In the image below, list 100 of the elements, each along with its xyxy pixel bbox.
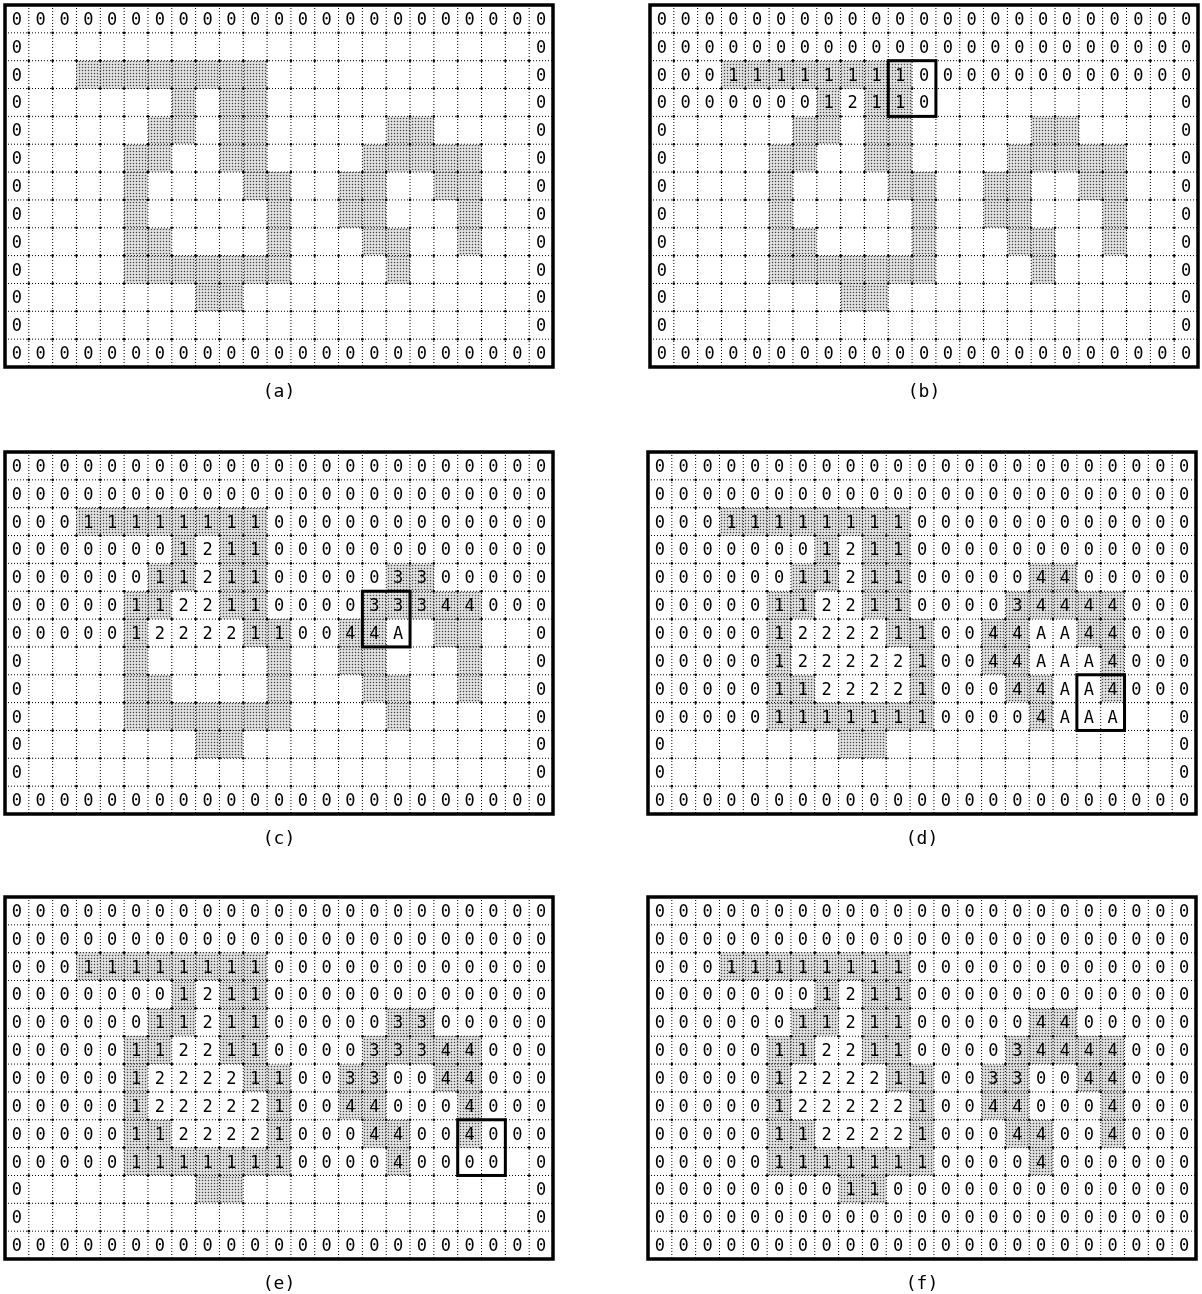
cell-value: 1 <box>178 1153 189 1171</box>
cell-value: 0 <box>321 485 332 503</box>
cell-value: 0 <box>680 344 691 362</box>
cell-value: 2 <box>154 1097 165 1115</box>
cell-value: 0 <box>273 513 285 531</box>
cell-value: 1 <box>869 1153 880 1171</box>
cell-value: 0 <box>1155 958 1166 976</box>
cell-value: 1 <box>869 513 880 531</box>
cell-value: 0 <box>1059 513 1071 531</box>
cell-value: 0 <box>916 540 928 558</box>
cell-value: 0 <box>1178 1125 1190 1143</box>
cell-value: 0 <box>273 596 285 614</box>
cell-value: 0 <box>821 902 832 920</box>
cell-value: 4 <box>1083 1069 1094 1087</box>
cell-value: 0 <box>654 1153 666 1171</box>
cell-value: 0 <box>1036 902 1047 920</box>
cell-value: 3 <box>393 1013 404 1031</box>
cell-value: 0 <box>535 652 547 670</box>
cell-value: 0 <box>940 513 951 531</box>
cell-value: A <box>1059 652 1071 670</box>
cell-value: 2 <box>845 624 856 642</box>
cell-value: 0 <box>535 1013 547 1031</box>
cell-value: 0 <box>83 1236 94 1254</box>
cell-value: 0 <box>345 513 356 531</box>
cell-value: 0 <box>345 568 356 586</box>
cell-value: 0 <box>416 513 428 531</box>
cell-value: 0 <box>59 485 70 503</box>
cell-value: 0 <box>1178 596 1190 614</box>
cell-value: 2 <box>845 1041 856 1059</box>
cell-value: 0 <box>750 540 761 558</box>
cell-value: 0 <box>678 540 689 558</box>
cell-value: 0 <box>1059 958 1071 976</box>
cell-value: 0 <box>654 1180 666 1198</box>
cell-value: 0 <box>1131 457 1142 475</box>
cell-value: 0 <box>750 680 761 698</box>
cell-value: 0 <box>369 1236 380 1254</box>
cell-value: 1 <box>226 1013 237 1031</box>
cell-value: 0 <box>964 513 975 531</box>
cell-value: 0 <box>869 930 880 948</box>
cell-value: 4 <box>1036 1125 1047 1143</box>
cell-value: 0 <box>799 93 810 111</box>
cell-value: 0 <box>1178 791 1190 809</box>
cell-value: 0 <box>964 485 975 503</box>
cell-value: 0 <box>488 1125 499 1143</box>
cell-value: 0 <box>1083 485 1094 503</box>
cell-value: 0 <box>1083 513 1094 531</box>
cell-value: 0 <box>273 958 285 976</box>
cell-value: 0 <box>512 791 523 809</box>
cell-value: 0 <box>1155 513 1166 531</box>
cell-value: 0 <box>512 1097 523 1115</box>
cell-value: 0 <box>988 958 999 976</box>
cell-value: 0 <box>512 958 523 976</box>
cell-value: 1 <box>893 1013 904 1031</box>
cell-value: 0 <box>773 568 785 586</box>
cell-value: 0 <box>488 457 499 475</box>
cell-value: 0 <box>1131 1180 1142 1198</box>
cell-value: 3 <box>393 568 404 586</box>
cell-value: 0 <box>656 316 668 334</box>
cell-value: 0 <box>821 791 832 809</box>
cell-value: 0 <box>35 344 46 362</box>
cell-value: 0 <box>393 1069 404 1087</box>
cell-value: 4 <box>1083 624 1094 642</box>
cell-value: 0 <box>464 540 475 558</box>
cell-value: A <box>1059 708 1071 726</box>
cell-value: 0 <box>1107 1208 1118 1226</box>
cell-value: 0 <box>250 457 261 475</box>
cell-value: 0 <box>775 10 787 28</box>
cell-value: 0 <box>726 985 737 1003</box>
cell-value: 0 <box>321 791 332 809</box>
cell-value: 0 <box>940 1153 951 1171</box>
cell-value: 0 <box>654 735 666 753</box>
cell-value: 2 <box>893 1125 904 1143</box>
cell-value: 1 <box>869 1180 880 1198</box>
cell-value: 0 <box>893 485 904 503</box>
cell-value: 0 <box>1157 38 1168 56</box>
cell-value: 0 <box>752 10 763 28</box>
cell-value: 0 <box>297 958 308 976</box>
cell-value: 0 <box>488 10 499 28</box>
cell-value: 0 <box>107 902 118 920</box>
cell-value: 0 <box>940 680 951 698</box>
cell-value: 0 <box>59 958 70 976</box>
cell-value: 1 <box>226 540 237 558</box>
cell-value: 0 <box>393 1236 404 1254</box>
cell-value: 0 <box>488 1236 499 1254</box>
cell-value: 0 <box>535 93 547 111</box>
cell-value: 0 <box>966 38 977 56</box>
cell-value: 1 <box>916 1097 928 1115</box>
cell-value: 0 <box>654 513 666 531</box>
cell-value: 0 <box>1107 958 1118 976</box>
cell-value: 0 <box>1155 1208 1166 1226</box>
cell-value: 0 <box>750 1097 761 1115</box>
cell-value: A <box>1036 624 1047 642</box>
cell-value: 0 <box>1083 930 1094 948</box>
cell-value: 0 <box>130 540 142 558</box>
cell-value: 0 <box>990 344 1001 362</box>
cell-value: 1 <box>154 1013 165 1031</box>
cell-value: 0 <box>535 457 547 475</box>
cell-value: 1 <box>154 958 165 976</box>
cell-value: 0 <box>940 1097 951 1115</box>
cell-value: 0 <box>464 485 475 503</box>
